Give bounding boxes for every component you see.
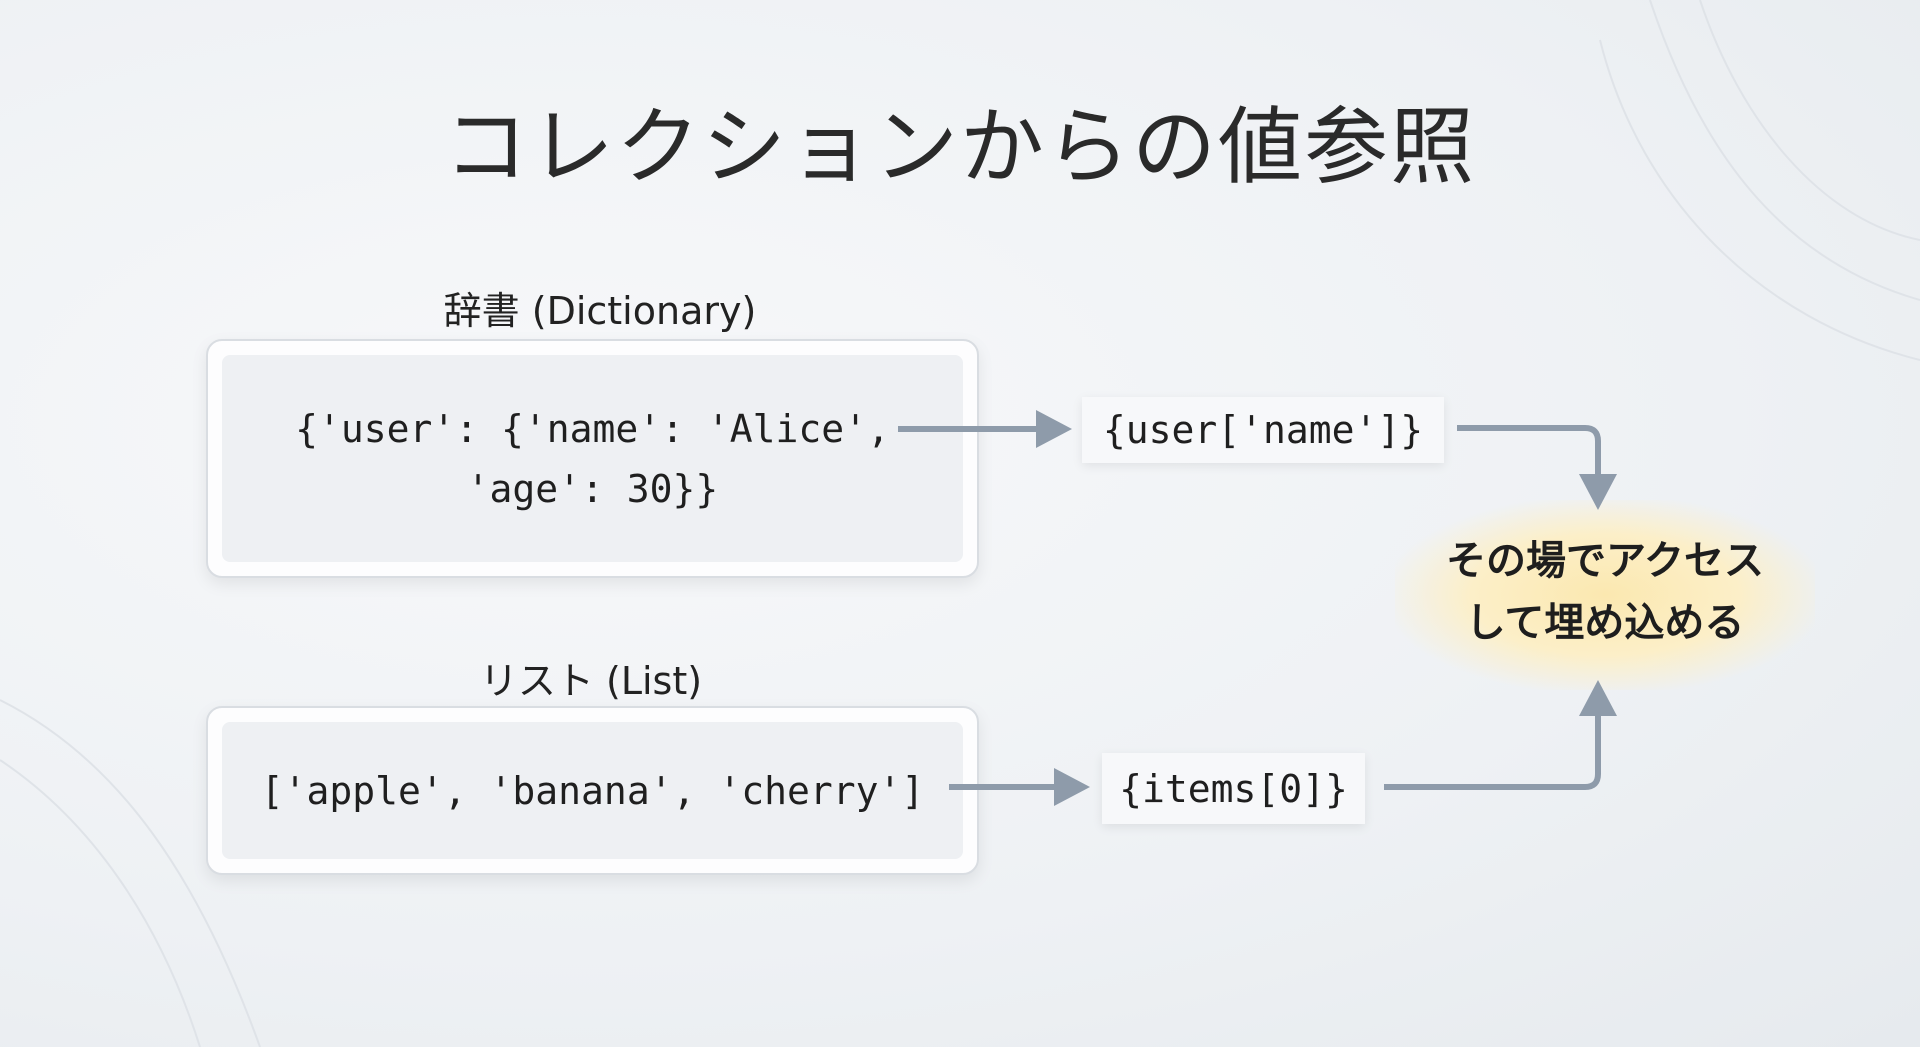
slide-title: コレクションからの値参照 [443, 98, 1476, 196]
list-access-expression: {items[0]} [1119, 766, 1348, 811]
result-line1: その場でアクセス [1446, 538, 1764, 584]
result-highlight-glow [1395, 500, 1815, 690]
dictionary-code-line1: {'user': {'name': 'Alice', [295, 406, 890, 451]
dictionary-access-chip: {user['name']} [1082, 397, 1444, 463]
dictionary-access-expression: {user['name']} [1102, 408, 1424, 452]
dictionary-label: 辞書 (Dictionary) [443, 289, 757, 333]
list-code-box: ['apple', 'banana', 'cherry'] [206, 706, 979, 875]
dictionary-code-box: {'user': {'name': 'Alice', 'age': 30}} [206, 339, 979, 578]
list-label: リスト (List) [479, 659, 703, 703]
result-text: その場でアクセス して埋め込める [1395, 530, 1815, 654]
result-line2: して埋め込める [1465, 600, 1745, 646]
dictionary-code-line2: 'age': 30}} [466, 466, 719, 511]
list-access-chip: {items[0]} [1102, 753, 1365, 824]
list-code: ['apple', 'banana', 'cherry'] [260, 768, 925, 813]
